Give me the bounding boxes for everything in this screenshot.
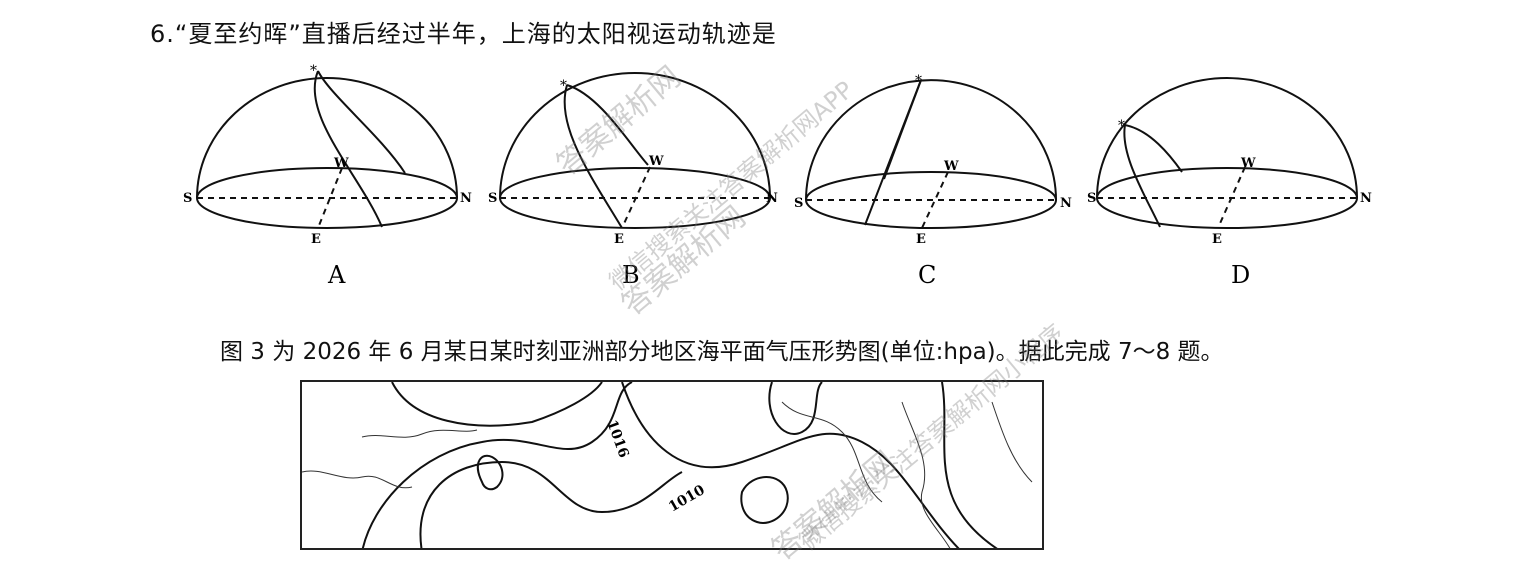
diagram-a-s: S: [183, 191, 192, 206]
sun-path-svg: * S N W E A * S N W E B: [183, 63, 1372, 289]
diagram-c-n: N: [1060, 196, 1072, 211]
diagram-b: [499, 72, 771, 229]
coast-2: [361, 429, 478, 438]
isobar-c: [621, 382, 960, 548]
diagram-a-label: A: [327, 261, 346, 289]
isobar-label-1010: 1010: [666, 482, 708, 515]
diagram-d-sun-path-back: [1124, 124, 1183, 173]
diagram-c-dome: [805, 79, 1057, 201]
diagram-c: [805, 79, 1057, 229]
pressure-map: 1016 1010: [300, 380, 1044, 550]
diagram-d-s: S: [1087, 191, 1096, 206]
diagram-c-ellipse-front: [805, 199, 1057, 229]
diagram-b-sun-path: [563, 84, 623, 229]
diagram-d-sun-path: [1123, 124, 1161, 228]
diagram-a-ellipse-back: [196, 167, 458, 199]
diagram-c-label: C: [918, 261, 936, 289]
diagram-d-star: *: [1118, 118, 1125, 134]
diagram-d-e: E: [1212, 232, 1222, 247]
diagram-b-star: *: [560, 78, 567, 94]
diagram-b-dome: [499, 72, 771, 199]
diagram-a-e: E: [311, 232, 321, 247]
coast-4: [901, 401, 951, 548]
coast-3: [781, 401, 883, 503]
coast-5: [991, 401, 1033, 483]
isobar-1016-b: [361, 382, 633, 548]
diagram-b-label: B: [622, 261, 640, 289]
diagram-d: [1096, 77, 1358, 229]
diagram-b-we-axis: [621, 166, 651, 229]
diagram-d-dome: [1096, 77, 1358, 199]
sun-path-diagrams: * S N W E A * S N W E B: [0, 55, 1536, 305]
isobar-e: [941, 382, 998, 548]
diagram-a-ellipse-front: [196, 197, 458, 229]
diagram-d-we-axis: [1217, 166, 1246, 229]
diagram-a-sun-path: [313, 70, 383, 228]
diagram-c-w: W: [943, 159, 959, 174]
diagram-b-n: N: [766, 191, 778, 206]
diagram-a-w: W: [333, 156, 349, 171]
diagram-c-we-axis: [921, 171, 949, 229]
isobar-1010: [419, 460, 683, 548]
closed-isobar-2: [740, 476, 789, 524]
diagram-b-sun-path-back: [566, 84, 649, 166]
diagram-d-ellipse-front: [1096, 197, 1358, 229]
diagram-a: [196, 70, 458, 229]
diagram-a-dome: [196, 77, 458, 199]
figure-3-intro: 图 3 为 2026 年 6 月某日某时刻亚洲部分地区海平面气压形势图(单位:h…: [220, 339, 1224, 365]
diagram-c-ellipse-back: [805, 171, 1057, 201]
coastlines: [302, 401, 1033, 548]
isobars: [361, 382, 998, 548]
diagram-d-n: N: [1360, 191, 1372, 206]
diagram-a-sun-path-back: [317, 70, 406, 174]
isobar-label-1016: 1016: [603, 418, 631, 460]
diagram-d-w: W: [1240, 156, 1256, 171]
diagram-b-ellipse-back: [499, 167, 771, 199]
question-6-stem: 6.“夏至约晖”直播后经过半年，上海的太阳视运动轨迹是: [150, 20, 777, 48]
diagram-b-s: S: [488, 191, 497, 206]
diagram-b-w: W: [648, 154, 664, 169]
diagram-d-ellipse-back: [1096, 167, 1358, 199]
diagram-b-e: E: [614, 232, 624, 247]
diagram-c-sun-path-back: [883, 79, 922, 180]
diagram-c-e: E: [916, 232, 926, 247]
diagram-a-star: *: [310, 63, 317, 79]
closed-isobar: [476, 454, 504, 491]
diagram-d-label: D: [1231, 261, 1250, 289]
diagram-c-s: S: [794, 196, 803, 211]
isobar-d: [768, 382, 823, 435]
isobar-1016-a: [391, 382, 603, 427]
coast-1: [302, 470, 413, 489]
diagram-b-ellipse-front: [499, 197, 771, 229]
diagram-a-n: N: [460, 191, 472, 206]
pressure-map-svg: 1016 1010: [302, 382, 1033, 548]
diagram-c-star: *: [915, 73, 922, 89]
